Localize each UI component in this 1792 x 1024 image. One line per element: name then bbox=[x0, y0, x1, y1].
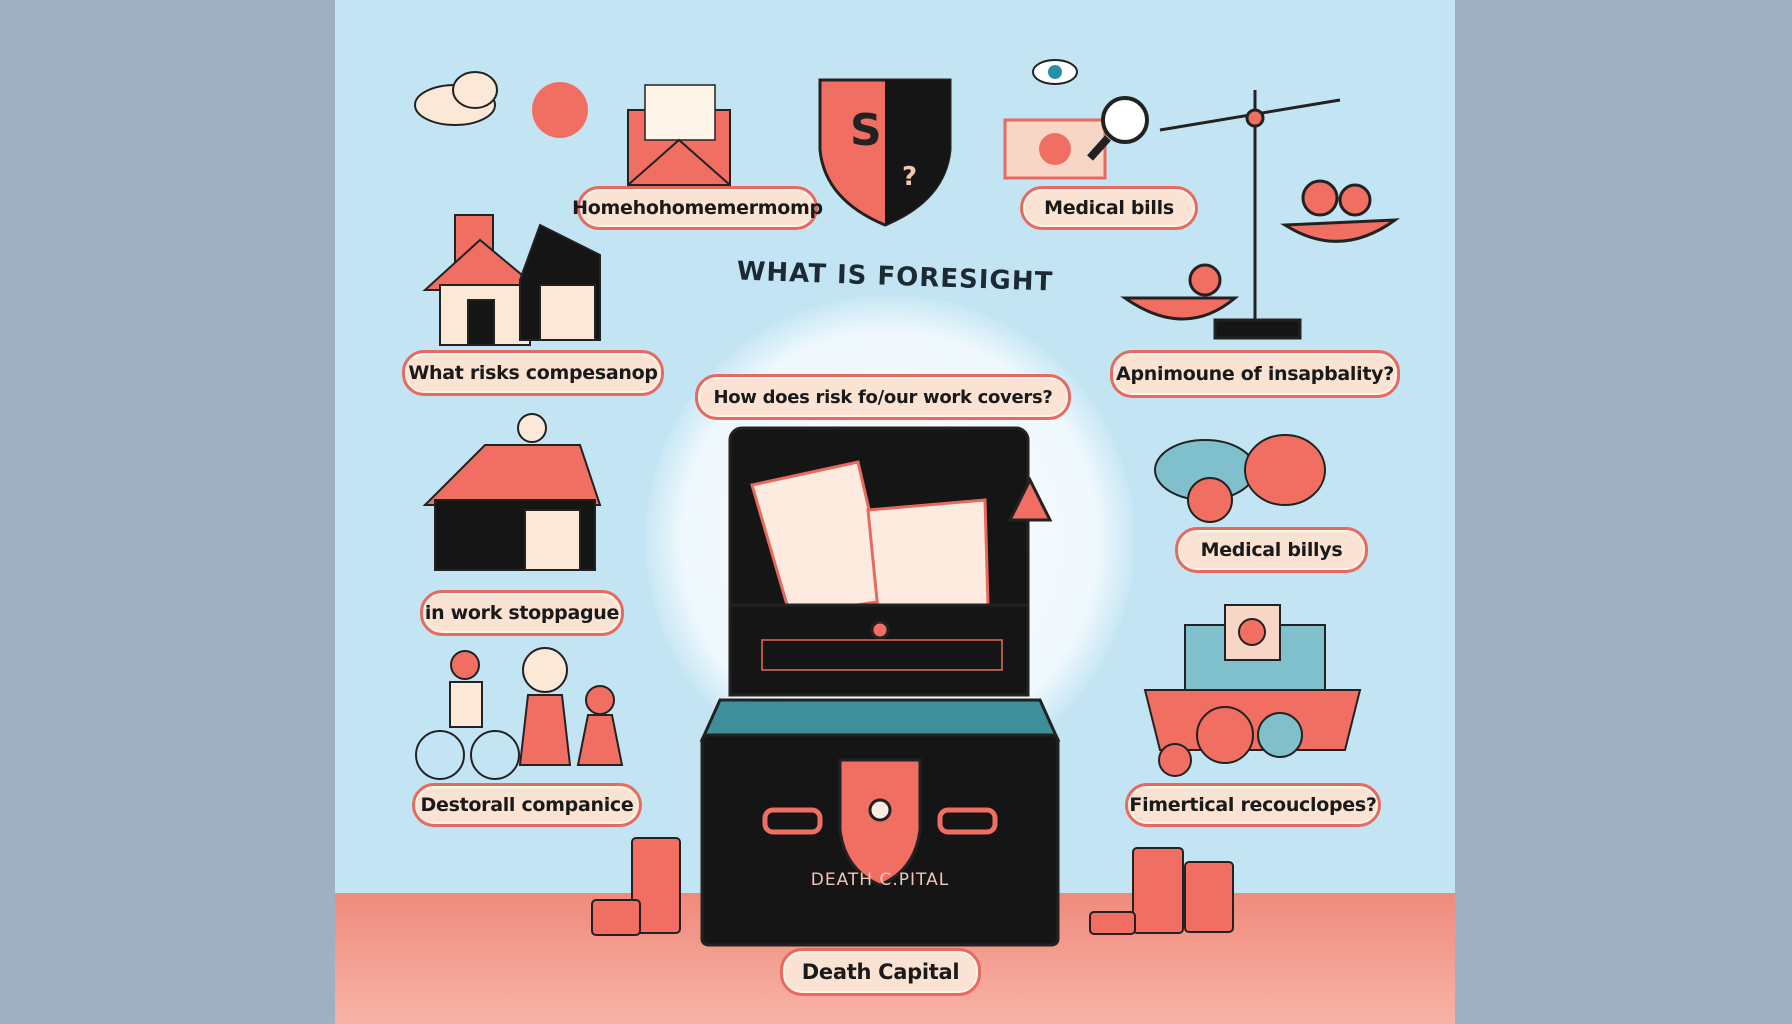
house-icon bbox=[422, 413, 602, 571]
svg-text:S: S bbox=[850, 105, 882, 156]
eye-icon bbox=[1032, 59, 1078, 85]
family-icon bbox=[415, 647, 624, 780]
label-death-capital: Death Capital bbox=[780, 948, 981, 996]
label-incapability: Apnimoune of insapbality? bbox=[1110, 350, 1400, 398]
label-medical-billys: Medical billys bbox=[1175, 527, 1368, 573]
label-center-question: How does risk fo/our work covers? bbox=[695, 374, 1071, 420]
label-work-stoppage: in work stoppague bbox=[420, 590, 624, 636]
label-financial-resources: Fimertical recouclopes? bbox=[1125, 783, 1381, 827]
cloud-icon bbox=[414, 71, 588, 138]
shield-icon: S ? bbox=[818, 78, 952, 227]
money-magnifier-icon bbox=[1003, 96, 1149, 180]
label-medical-bills: Medical bills bbox=[1020, 186, 1198, 230]
svg-text:?: ? bbox=[902, 162, 917, 192]
money-basket-icon bbox=[1143, 604, 1362, 777]
house-icon bbox=[422, 214, 601, 346]
envelope-icon bbox=[627, 84, 731, 186]
piggy-bank-icon bbox=[1154, 434, 1326, 523]
label-homeowner: Homehohomemermomp bbox=[572, 186, 823, 230]
label-what-risks: What risks compesanop bbox=[402, 350, 664, 396]
balance-scale-icon bbox=[1120, 90, 1400, 340]
label-companies: Destorall companice bbox=[412, 783, 642, 827]
treasure-chest bbox=[699, 426, 1061, 947]
coin-stack-icon bbox=[591, 837, 1234, 936]
chest-engraving: DEATH C.PITAL bbox=[810, 870, 950, 890]
